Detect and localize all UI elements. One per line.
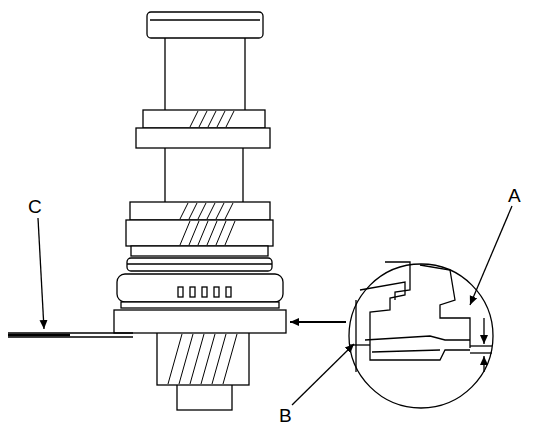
tooth-line bbox=[198, 221, 208, 245]
tooth-line bbox=[217, 111, 225, 127]
tooth-line bbox=[199, 111, 207, 127]
inset-detail bbox=[350, 262, 492, 372]
callout-letter: A bbox=[507, 186, 522, 205]
tooth-line bbox=[207, 203, 215, 219]
tooth-line bbox=[189, 203, 197, 219]
cap-edge bbox=[150, 19, 260, 20]
tooth-line bbox=[180, 203, 188, 219]
gear bbox=[130, 202, 270, 220]
leader-line bbox=[292, 344, 354, 405]
tooth-line bbox=[216, 221, 226, 245]
spacer bbox=[121, 302, 279, 308]
tooth-line bbox=[216, 203, 224, 219]
tooth-line bbox=[190, 111, 198, 127]
clearance-arrow bbox=[483, 356, 484, 372]
tooth-line bbox=[179, 334, 193, 384]
tooth-line bbox=[180, 221, 190, 245]
detail-inset bbox=[349, 264, 493, 408]
shaft-cap bbox=[147, 12, 263, 38]
tooth-line bbox=[226, 111, 234, 127]
synchro-hub bbox=[117, 274, 283, 302]
leader-line bbox=[470, 206, 512, 305]
tooth-line bbox=[168, 334, 182, 384]
gear bbox=[126, 220, 273, 246]
tooth-line bbox=[198, 203, 206, 219]
tooth-line bbox=[201, 334, 215, 384]
clearance-arrow bbox=[483, 318, 484, 344]
feeler-gauge bbox=[8, 333, 133, 337]
callout-letter: C bbox=[27, 197, 43, 216]
leader-line bbox=[38, 218, 44, 329]
gear-hub bbox=[131, 246, 268, 256]
helical-teeth bbox=[168, 111, 237, 384]
tooth-line bbox=[212, 334, 226, 384]
tooth-line bbox=[208, 111, 216, 127]
detail-arrow bbox=[290, 321, 346, 323]
ring-line bbox=[127, 263, 272, 264]
tooth-line bbox=[207, 221, 217, 245]
synchro-ring bbox=[127, 258, 272, 271]
shaft-middle bbox=[165, 146, 243, 204]
tooth-line bbox=[223, 334, 237, 384]
tooth-line bbox=[189, 221, 199, 245]
bottom-gear bbox=[114, 310, 286, 333]
shaft-neck bbox=[165, 36, 245, 116]
tooth-line bbox=[225, 221, 235, 245]
lower-gear-teeth bbox=[157, 330, 249, 385]
tooth-line bbox=[225, 203, 233, 219]
gear bbox=[143, 110, 265, 128]
hub-slots bbox=[178, 287, 231, 297]
gear-flange bbox=[136, 128, 270, 148]
callout-letter: B bbox=[278, 406, 293, 425]
tooth-line bbox=[190, 334, 204, 384]
